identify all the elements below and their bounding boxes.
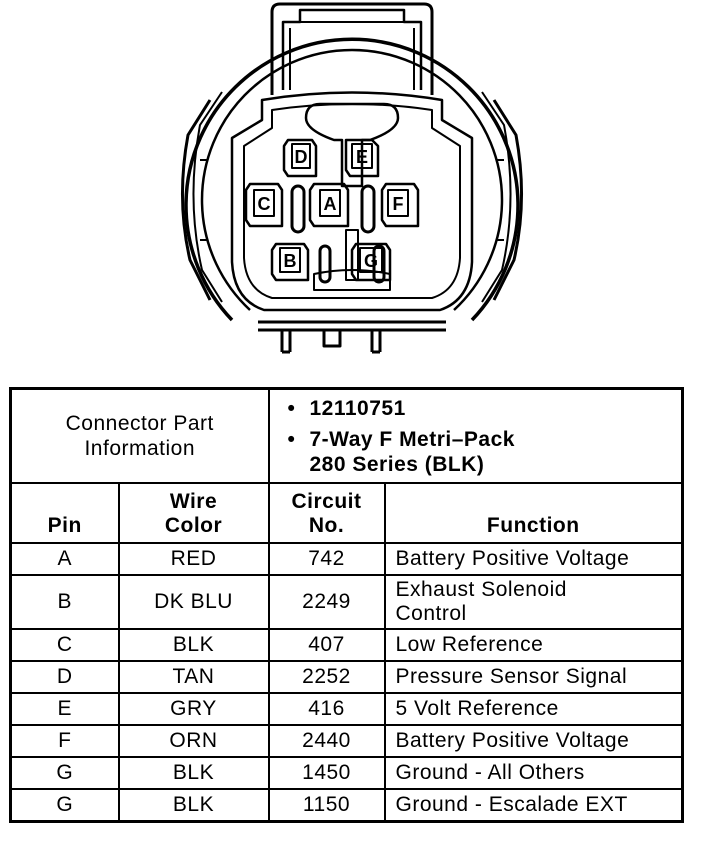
col-function: Function [383, 482, 684, 544]
circuit-cell: 2252 [267, 660, 386, 694]
function-cell: Ground - All Others [383, 756, 684, 790]
keying-rib [304, 102, 400, 188]
function-cell: Battery Positive Voltage [383, 542, 684, 576]
circuit-cell: 1150 [267, 788, 386, 823]
pin-cell: D [9, 660, 120, 694]
pin-label-c: C [258, 194, 271, 214]
wire-cell: BLK [117, 756, 270, 790]
connector-housing [184, 37, 520, 322]
pin-cell: E [9, 692, 120, 726]
pin-label-b: B [284, 251, 297, 271]
table-row: C BLK 407 Low Reference [9, 628, 684, 662]
circuit-cell: 407 [267, 628, 386, 662]
pin-cell: G [9, 756, 120, 790]
pin-label-e: E [356, 147, 368, 167]
pin-label-d: D [295, 147, 308, 167]
pin-cell: C [9, 628, 120, 662]
function-cell: Ground - Escalade EXT [383, 788, 684, 823]
circuit-cell: 2440 [267, 724, 386, 758]
table-row: F ORN 2440 Battery Positive Voltage [9, 724, 684, 758]
wire-cell: RED [117, 542, 270, 576]
circuit-cell: 742 [267, 542, 386, 576]
info-item: •12110751 [287, 396, 406, 420]
table-row: E GRY 416 5 Volt Reference [9, 692, 684, 726]
function-cell: 5 Volt Reference [383, 692, 684, 726]
connector-face-diagram: D E C A F B G [181, 2, 523, 354]
function-cell: Battery Positive Voltage [383, 724, 684, 758]
pin-label-a: A [324, 194, 337, 214]
wire-cell: GRY [117, 692, 270, 726]
pin-label-f: F [393, 194, 404, 214]
connector-info-list: •12110751 •7-Way F Metri–Pack 280 Series… [267, 387, 684, 484]
wire-cell: DK BLU [117, 574, 270, 630]
pin-cell: B [9, 574, 120, 630]
circuit-cell: 416 [267, 692, 386, 726]
table-row: D TAN 2252 Pressure Sensor Signal [9, 660, 684, 694]
pin-cell: F [9, 724, 120, 758]
circuit-cell: 1450 [267, 756, 386, 790]
col-pin: Pin [9, 482, 120, 544]
wire-cell: BLK [117, 628, 270, 662]
wire-cell: TAN [117, 660, 270, 694]
circuit-cell: 2249 [267, 574, 386, 630]
locking-tab [270, 2, 434, 95]
pin-cell: G [9, 788, 120, 823]
wire-cell: ORN [117, 724, 270, 758]
pin-cell: A [9, 542, 120, 576]
connector-info-row: Connector Part Information •12110751 •7-… [9, 387, 684, 484]
info-item: 280 Series (BLK) [309, 452, 485, 476]
function-cell: Low Reference [383, 628, 684, 662]
table-row: G BLK 1450 Ground - All Others [9, 756, 684, 790]
connector-info-label: Connector Part Information [9, 387, 270, 484]
wire-cell: BLK [117, 788, 270, 823]
pin-label-g: G [364, 251, 378, 271]
pinout-table: Connector Part Information •12110751 •7-… [9, 387, 684, 823]
function-cell: Pressure Sensor Signal [383, 660, 684, 694]
info-item: •7-Way F Metri–Pack [287, 427, 515, 451]
table-row: A RED 742 Battery Positive Voltage [9, 542, 684, 576]
table-row: G BLK 1150 Ground - Escalade EXT [9, 788, 684, 823]
inner-cavity [230, 91, 474, 312]
